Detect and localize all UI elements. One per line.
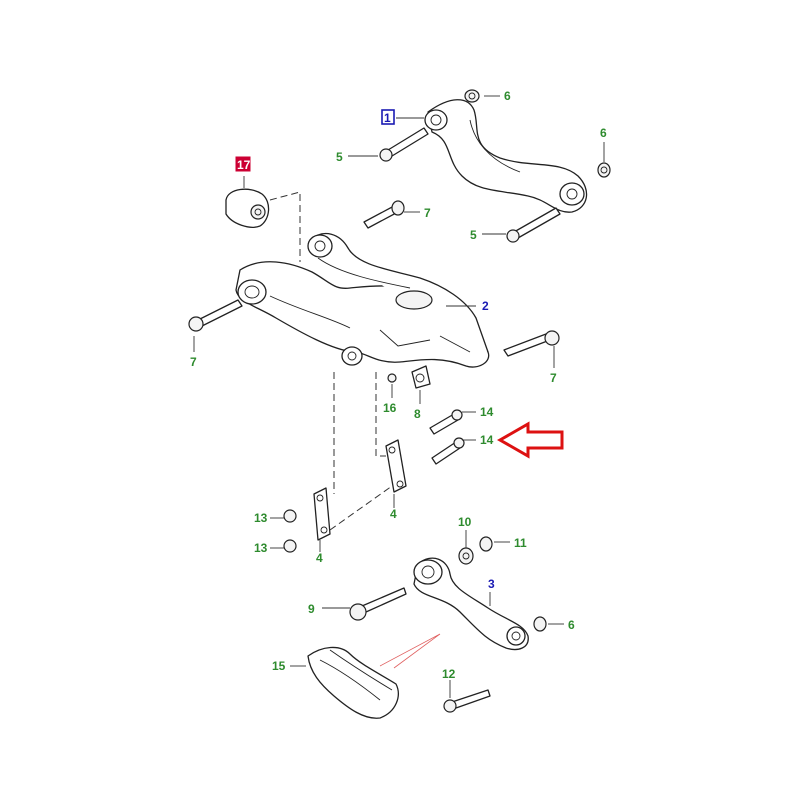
nut-6-lower [533,616,547,632]
bracket-17 [225,188,270,228]
callout-6-top: 6 [504,89,511,103]
bolt-7-left [188,299,243,332]
link-plate-4-left [313,487,331,541]
callout-9: 9 [308,602,315,616]
link-plate-4-right [385,439,407,493]
nut-13-lower [283,539,297,553]
bolt-5-upper [379,127,429,162]
callout-5-lower: 5 [470,228,477,242]
callout-12: 12 [442,667,456,681]
callout-4-right: 4 [390,507,397,521]
lower-control-arm [413,557,529,651]
pointer-lines [379,633,441,669]
nut-6-top [464,89,480,103]
callout-7-top: 7 [424,206,431,220]
nut-11 [479,536,493,552]
washer-10 [458,547,474,565]
callout-4-left: 4 [316,551,323,565]
nut-13-upper [283,509,297,523]
callout-17: 17 [237,158,251,172]
callout-8: 8 [414,407,421,421]
callout-6-right: 6 [600,126,607,140]
pointer-arrow-icon [496,421,564,459]
callout-13-lower: 13 [254,541,268,555]
highlight-box-1 [381,109,395,125]
rear-subframe [235,232,490,368]
callout-10: 10 [458,515,472,529]
callout-2: 2 [482,299,489,313]
bolt-5-lower [506,207,561,243]
callout-14-upper: 14 [480,405,494,419]
callout-15: 15 [272,659,286,673]
callout-5-upper: 5 [336,150,343,164]
leader-lines [193,95,605,698]
clip-8 [411,365,431,389]
bolt-7-right [503,330,560,357]
bolt-9 [349,587,407,621]
bolt-7-top [363,200,405,229]
callout-7-left: 7 [190,355,197,369]
callout-7-right: 7 [550,371,557,385]
assembly-dashed-lines [269,191,393,531]
shield-15 [307,646,399,719]
highlight-box-17 [235,156,251,172]
upper-control-arm [424,99,588,213]
bolt-14-upper [429,409,463,435]
bolt-14-lower [431,437,465,465]
screw-16 [387,373,397,383]
nut-6-right [597,162,611,178]
callout-11: 11 [514,536,527,550]
bolt-12 [443,689,491,713]
callout-1: 1 [384,111,391,125]
callout-14-lower: 14 [480,433,494,447]
callout-3: 3 [488,577,495,591]
callout-16: 16 [383,401,397,415]
callout-13-upper: 13 [254,511,268,525]
callout-6-lower: 6 [568,618,575,632]
